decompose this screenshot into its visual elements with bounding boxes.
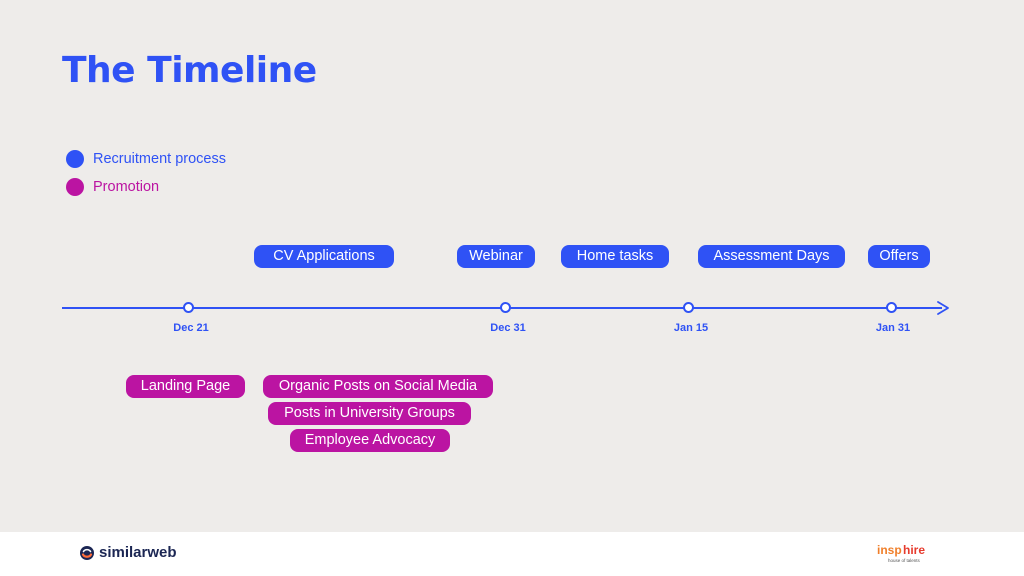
arrow-right-icon [937, 301, 949, 315]
recruitment-tag: Offers [868, 245, 930, 268]
timeline-node [183, 302, 194, 313]
similarweb-logo-icon [80, 545, 94, 560]
legend-label: Recruitment process [93, 151, 226, 167]
recruitment-tag: Assessment Days [698, 245, 845, 268]
legend-dot-icon [66, 178, 84, 196]
promotion-tag: Posts in University Groups [268, 402, 471, 425]
legend-item-promotion: Promotion [66, 178, 159, 196]
similarweb-logo: similarweb [80, 544, 177, 561]
legend-dot-icon [66, 150, 84, 168]
recruitment-tag: Webinar [457, 245, 535, 268]
legend-item-recruitment: Recruitment process [66, 150, 226, 168]
insphire-logo: insp hire house of talents [877, 543, 925, 563]
promotion-tag: Organic Posts on Social Media [263, 375, 493, 398]
recruitment-tag: CV Applications [254, 245, 394, 268]
recruitment-tag: Home tasks [561, 245, 669, 268]
timeline-node [500, 302, 511, 313]
similarweb-logo-text: similarweb [99, 544, 177, 561]
svg-text:house of talents: house of talents [888, 558, 921, 563]
timeline-date: Jan 31 [875, 322, 911, 334]
page-title: The Timeline [62, 50, 317, 91]
svg-text:insp: insp [877, 543, 902, 557]
timeline-node [886, 302, 897, 313]
timeline-date: Jan 15 [673, 322, 709, 334]
promotion-tag: Employee Advocacy [290, 429, 450, 452]
svg-text:hire: hire [903, 543, 925, 557]
timeline-date: Dec 21 [173, 322, 209, 334]
timeline-node [683, 302, 694, 313]
timeline-date: Dec 31 [490, 322, 526, 334]
slide: The Timeline Recruitment process Promoti… [62, 50, 949, 452]
promotion-tag: Landing Page [126, 375, 245, 398]
footer [0, 532, 1024, 576]
legend-label: Promotion [93, 179, 160, 195]
